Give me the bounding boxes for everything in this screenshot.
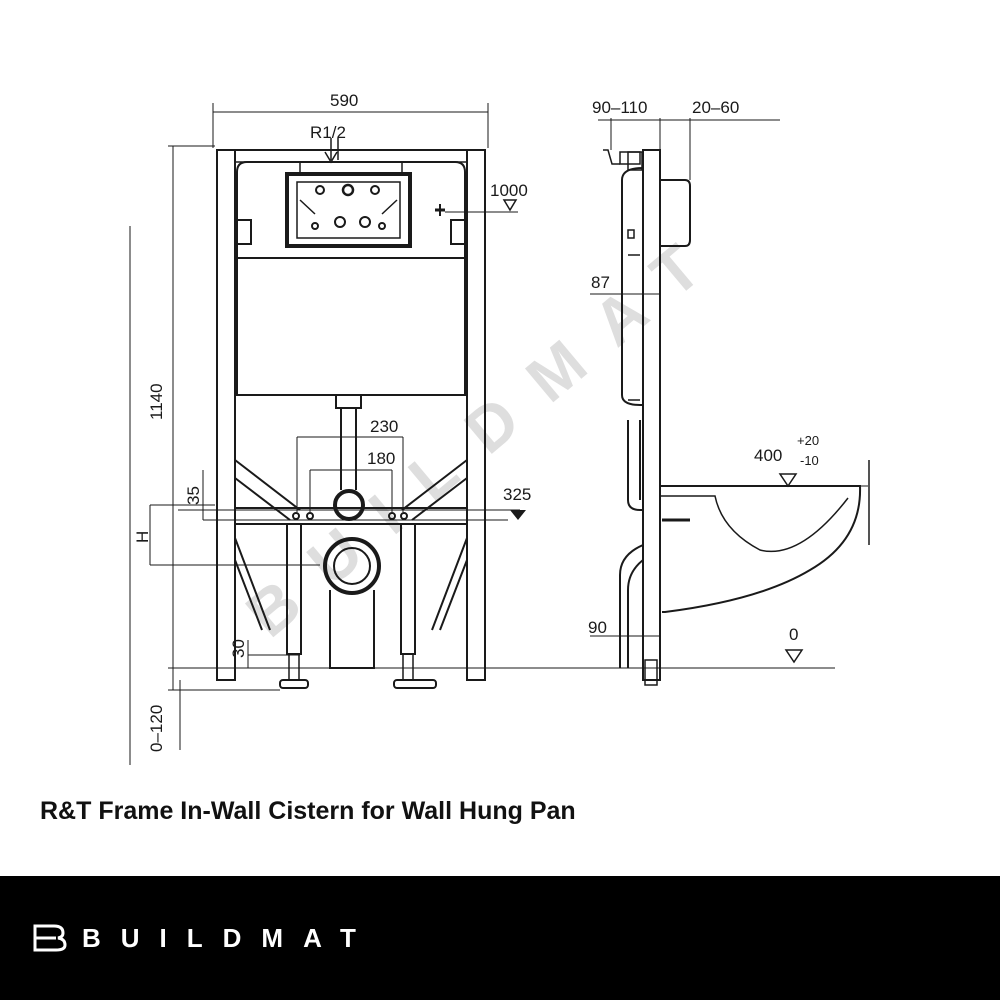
product-caption: R&T Frame In-Wall Cistern for Wall Hung … bbox=[40, 797, 576, 825]
dim-h: H bbox=[133, 531, 152, 543]
dim-wall: 20–60 bbox=[692, 98, 739, 117]
dim-adjust-range: 0–120 bbox=[147, 705, 166, 752]
buildmat-logo-icon bbox=[33, 924, 67, 952]
side-view bbox=[590, 118, 870, 686]
outlet-level-marker bbox=[510, 510, 526, 520]
side-flush-plate bbox=[660, 179, 691, 247]
dim-outlet-spacing: 230 bbox=[370, 417, 398, 436]
dim-frame-width: 590 bbox=[330, 91, 358, 110]
dim-inlet-level: 1000 bbox=[490, 181, 528, 200]
front-dimensions bbox=[129, 103, 835, 765]
foot-right bbox=[393, 679, 437, 689]
cross-bar bbox=[234, 507, 468, 525]
dim-pan-tol-minus: -10 bbox=[800, 453, 819, 468]
dim-plate-height: 87 bbox=[591, 273, 610, 292]
dim-depth: 90–110 bbox=[592, 98, 647, 117]
brand-logo: BUILDMAT bbox=[32, 918, 376, 958]
dim-outlet-level: 325 bbox=[503, 485, 531, 504]
cistern-tank bbox=[236, 161, 466, 396]
flush-opening bbox=[285, 172, 412, 248]
flush-outlet bbox=[333, 489, 365, 521]
watermark: BUILDMAT bbox=[233, 209, 740, 651]
dim-floor: 0 bbox=[789, 625, 798, 644]
dim-foot-height: 30 bbox=[229, 639, 248, 658]
dim-pan-level: 400 bbox=[754, 446, 782, 465]
side-frame bbox=[642, 149, 661, 681]
pan-connector bbox=[323, 537, 381, 595]
wall-hung-pan bbox=[660, 485, 862, 613]
brand-footer: BUILDMAT bbox=[0, 876, 1000, 1000]
dim-side-foot: 90 bbox=[588, 618, 607, 637]
dim-frame-height: 1140 bbox=[147, 383, 166, 420]
dim-outlet-offset: 35 bbox=[184, 486, 203, 505]
dim-inlet: R1/2 bbox=[310, 123, 346, 142]
technical-drawing: BUILDMAT bbox=[129, 91, 870, 765]
foot-left bbox=[279, 679, 309, 689]
brand-name: BUILDMAT bbox=[82, 922, 376, 953]
dim-pan-tol-plus: +20 bbox=[797, 433, 819, 448]
frame-left-post bbox=[216, 149, 236, 681]
side-dimensions bbox=[590, 118, 868, 637]
front-view bbox=[129, 103, 835, 765]
dim-bolt-spacing: 180 bbox=[367, 449, 395, 468]
watermark-text: BUILDMAT bbox=[233, 209, 740, 651]
